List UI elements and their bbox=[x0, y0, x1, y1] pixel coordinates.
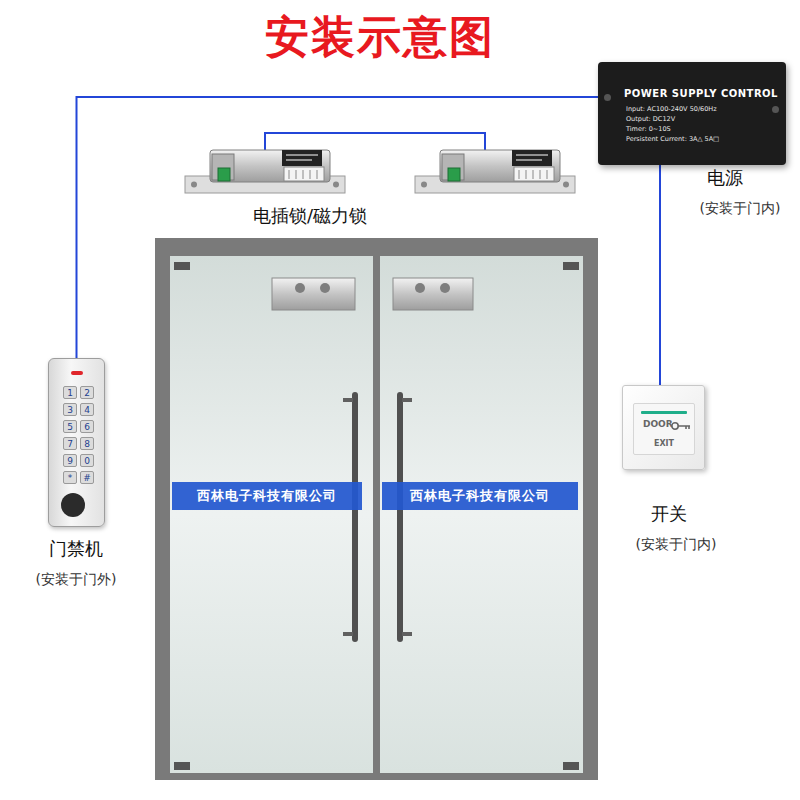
key-label: * bbox=[63, 471, 77, 484]
button-text: DOOR bbox=[643, 419, 673, 429]
key-label: 1 bbox=[63, 386, 77, 399]
glass-panel bbox=[380, 256, 583, 773]
spec-line: Timer: 0~10S bbox=[626, 126, 671, 133]
floor-pivot bbox=[174, 762, 190, 770]
install-note: (安装于门内) bbox=[636, 536, 717, 552]
spec-line: Persistent Current: 3A△ 5A□ bbox=[626, 136, 719, 143]
key-label: 9 bbox=[63, 454, 77, 467]
hinge bbox=[563, 262, 579, 270]
electric-bolt-lock bbox=[185, 150, 345, 193]
glass-panel bbox=[170, 256, 373, 773]
door-handle bbox=[397, 392, 403, 642]
hinge bbox=[174, 262, 190, 270]
keypad-reader: 1234567890*#门禁机(安装于门外) bbox=[48, 358, 105, 527]
door-handle bbox=[352, 392, 358, 642]
lock-strike bbox=[393, 278, 473, 310]
screw bbox=[604, 94, 611, 101]
key-label: 8 bbox=[80, 437, 94, 450]
handle-standoff bbox=[343, 398, 353, 402]
lock-strike bbox=[272, 278, 355, 310]
handle-standoff bbox=[402, 632, 412, 636]
fingerprint-sensor bbox=[61, 493, 85, 517]
key-label: 6 bbox=[80, 420, 94, 433]
spec-line: Output: DC12V bbox=[626, 116, 675, 123]
key-label: # bbox=[80, 471, 94, 484]
electric-bolt-lock bbox=[415, 150, 575, 193]
key-label: 0 bbox=[80, 454, 94, 467]
handle-standoff bbox=[402, 398, 412, 402]
company-name: 西林电子科技有限公司 bbox=[410, 489, 550, 504]
lock-wire bbox=[265, 133, 485, 150]
handle-standoff bbox=[343, 632, 353, 636]
install-note: (安装于门外) bbox=[36, 571, 117, 587]
key-label: 4 bbox=[80, 403, 94, 416]
company-name: 西林电子科技有限公司 bbox=[197, 489, 337, 504]
part-label: 电源 bbox=[707, 168, 743, 189]
key-label: 3 bbox=[63, 403, 77, 416]
part-label: 电插锁/磁力锁 bbox=[253, 206, 367, 227]
company-band: 西林电子科技有限公司 bbox=[382, 482, 578, 510]
wire bbox=[77, 97, 599, 358]
key-icon bbox=[671, 421, 691, 431]
part-label: 开关 bbox=[651, 504, 687, 525]
key-label: 2 bbox=[80, 386, 94, 399]
diagram-title: 安装示意图 bbox=[265, 12, 495, 63]
strike-hole bbox=[295, 283, 305, 293]
floor-pivot bbox=[563, 762, 579, 770]
spec-line: Input: AC100-240V 50/60Hz bbox=[626, 106, 717, 113]
indicator-strip bbox=[641, 411, 687, 414]
key-label: 7 bbox=[63, 437, 77, 450]
wire bbox=[659, 165, 661, 385]
key-label: 5 bbox=[63, 420, 77, 433]
strike-hole bbox=[440, 283, 450, 293]
button-text: EXIT bbox=[654, 439, 674, 448]
status-led bbox=[71, 371, 83, 375]
screw bbox=[772, 106, 779, 113]
install-note: (安装于门内) bbox=[700, 200, 781, 216]
exit-button: DOOREXIT开关(安装于门内) bbox=[622, 385, 705, 470]
power-supply-box: POWER SUPPLY CONTROL Input: AC100-240V 50… bbox=[598, 62, 786, 165]
door-frame bbox=[155, 238, 598, 780]
strike-hole bbox=[320, 283, 330, 293]
device-title: POWER SUPPLY CONTROL bbox=[624, 88, 778, 100]
part-label: 门禁机 bbox=[49, 539, 103, 560]
strike-hole bbox=[415, 283, 425, 293]
company-band: 西林电子科技有限公司 bbox=[172, 482, 362, 510]
